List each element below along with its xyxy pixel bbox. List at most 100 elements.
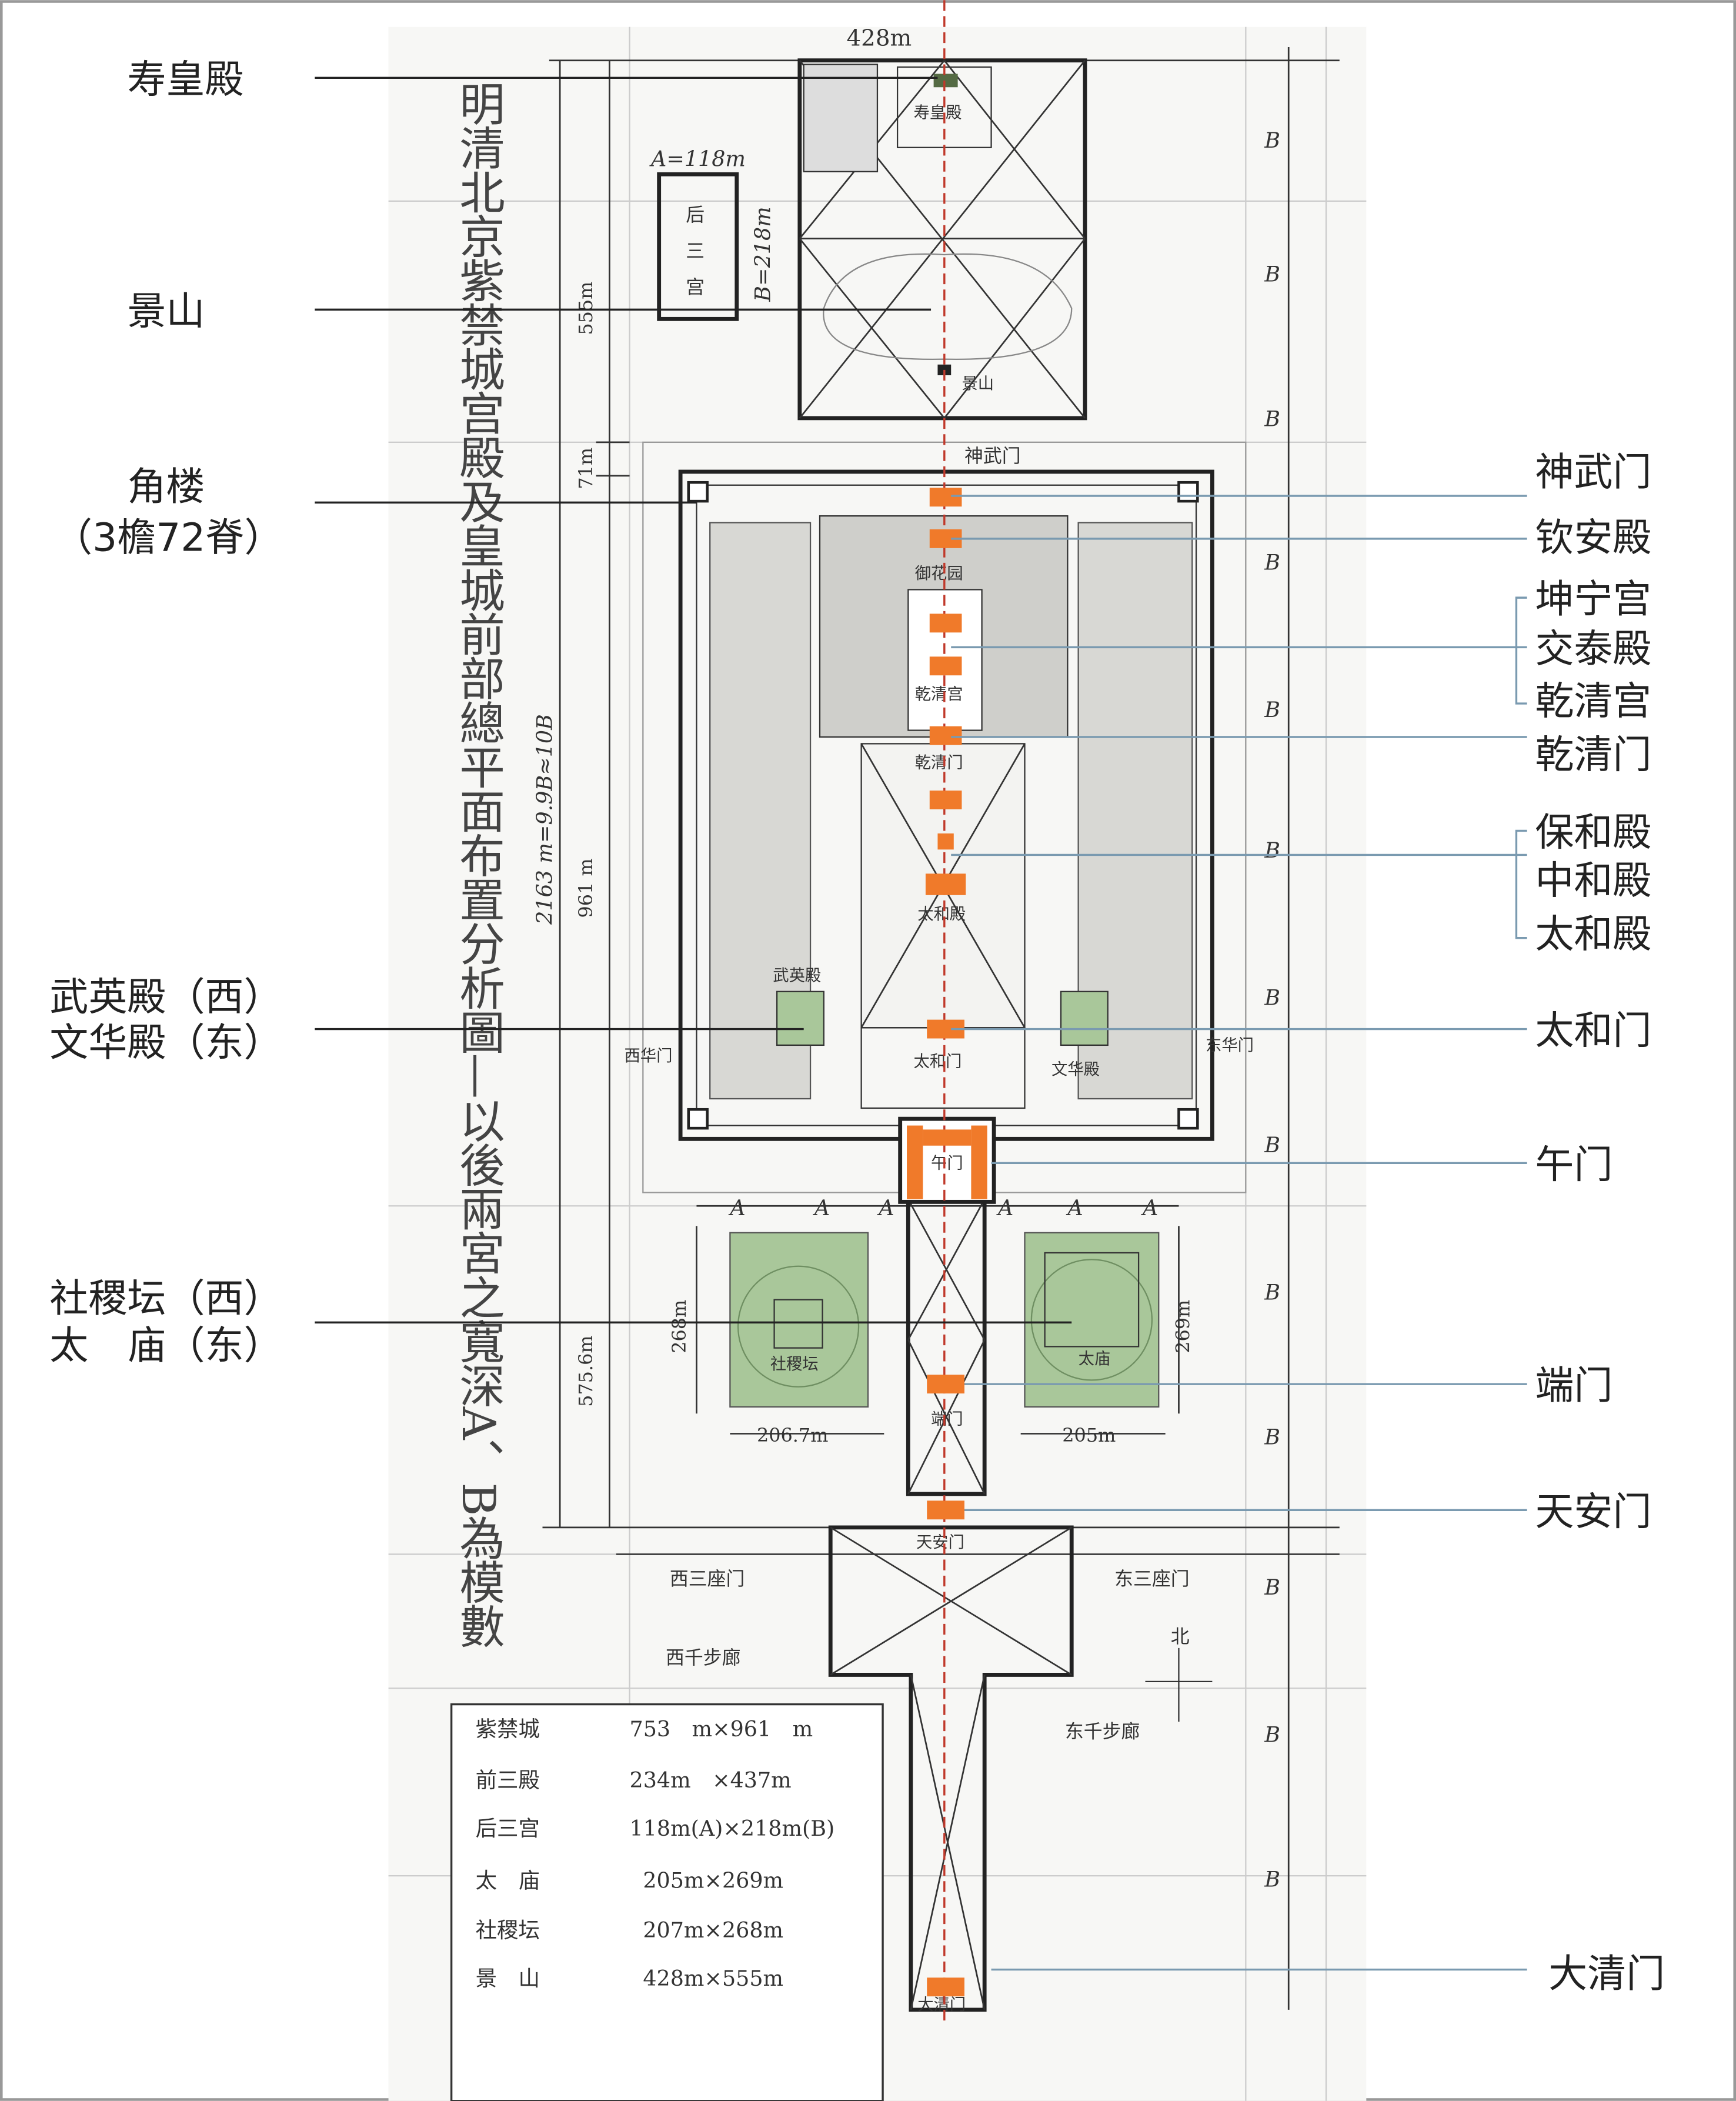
label-qianqingmen: 乾清门 xyxy=(1535,732,1651,777)
plan-label: 乾清门 xyxy=(915,753,963,772)
plan-label: 大清门 xyxy=(917,1996,966,2014)
plan-label: B xyxy=(1264,697,1280,722)
plan-label: 神武门 xyxy=(964,445,1021,467)
plan-label: 205m×269m xyxy=(643,1868,783,1893)
diagram-title: 明清北京紫禁城宫殿及皇城前部總平面布置分析圖—以後兩宮之寬深A、B為模數 xyxy=(452,81,505,1648)
plan-label: 234m ×437m xyxy=(630,1767,792,1793)
label-daqingmen: 大清门 xyxy=(1548,1951,1665,1996)
hsg-char: 三 xyxy=(686,240,705,262)
plan-label: 御花园 xyxy=(915,565,963,583)
plan-label: 景 山 xyxy=(476,1966,540,1991)
dim-front-depth: 575.6m xyxy=(575,1335,597,1406)
plan-label: 太和门 xyxy=(913,1052,962,1070)
plan-label: B xyxy=(1264,1280,1280,1305)
forbidden-city-plan: 神武门 御花园 乾清宫 乾清门 太和殿 武英殿 文华殿 西华门 东华门 太和门 xyxy=(624,441,1254,1193)
label-jiaolou: 角楼 xyxy=(127,464,205,509)
jingshan-plan: 寿皇殿 景山 xyxy=(797,58,1087,421)
plan-label: 社稷坛 xyxy=(770,1355,819,1373)
plan-label: B xyxy=(1264,1722,1280,1747)
dim-a: A=118m xyxy=(649,146,746,172)
plan-label: B xyxy=(1264,985,1280,1011)
right-callouts xyxy=(951,495,1527,1971)
label-tiananmen: 天安门 xyxy=(1535,1489,1651,1534)
plan-label: 753 m×961 m xyxy=(630,1716,813,1742)
plan-label: 西三座门 xyxy=(670,1568,745,1590)
hsg-char: 宫 xyxy=(686,276,705,298)
plan-label: 太和殿 xyxy=(917,905,966,923)
plan-label: 东三座门 xyxy=(1114,1568,1190,1590)
plan-label: 寿皇殿 xyxy=(913,104,962,122)
plan-label: 紫禁城 xyxy=(476,1716,540,1742)
dim-sheji-depth: 268m xyxy=(668,1300,690,1353)
plan-label: 景山 xyxy=(962,375,994,393)
plan-label: B xyxy=(1264,838,1280,863)
plan-label: B xyxy=(1264,1132,1280,1158)
label-wuyingdian: 武英殿（西） xyxy=(49,975,282,1020)
label-jiaolou-note: （3檐72脊） xyxy=(54,515,283,560)
hou-san-gong-box xyxy=(657,172,739,321)
plan-label: B xyxy=(1264,406,1280,432)
label-duanmen: 端门 xyxy=(1535,1363,1613,1408)
module-b-markers: B B B B B B B B B B B B B A A A A A A xyxy=(728,128,1280,1892)
dim-jingshan-width: 428m xyxy=(847,25,912,52)
plan-label: 118m(A)×218m(B) xyxy=(630,1816,835,1841)
dim-b: B=218m xyxy=(750,206,776,302)
dim-total: 2163 m=9.9B≈10B xyxy=(532,714,557,925)
dim-sheji-width: 206.7m xyxy=(757,1424,828,1446)
left-callouts xyxy=(315,76,1072,1324)
label-kunninggong: 坤宁宫 xyxy=(1535,576,1651,622)
plan-label: 太庙 xyxy=(1079,1350,1111,1368)
plan-label: B xyxy=(1264,128,1280,153)
plan-label: 西千步廊 xyxy=(666,1646,741,1669)
label-jiaotaidian: 交泰殿 xyxy=(1535,626,1651,671)
label-taihedian: 太和殿 xyxy=(1535,912,1651,957)
plan-label: 428m×555m xyxy=(643,1966,783,1991)
plan-label: B xyxy=(1264,1425,1280,1450)
label-wumen: 午门 xyxy=(1535,1142,1613,1187)
plan-label: 前三殿 xyxy=(476,1767,540,1793)
plan-label: B xyxy=(1264,1575,1280,1600)
dimension-table: 紫禁城 753 m×961 m 前三殿 234m ×437m 后三宫 118m(A)×… xyxy=(450,1703,884,2101)
plan-label: B xyxy=(1264,262,1280,287)
dim-taimiao-depth: 269m xyxy=(1172,1300,1194,1353)
hsg-char: 后 xyxy=(686,204,705,226)
label-jingshan: 景山 xyxy=(127,288,205,334)
dim-fc-depth: 961 m xyxy=(575,858,597,918)
label-taimiao: 太 庙（东） xyxy=(49,1323,282,1368)
plan-label: 207m×268m xyxy=(643,1917,783,1943)
plan-label: 文华殿 xyxy=(1051,1060,1100,1079)
dim-jingshan-depth: 555m xyxy=(575,282,597,335)
plan-label: B xyxy=(1264,549,1280,575)
label-shenwumen: 神武门 xyxy=(1535,449,1651,495)
dim-taimiao-width: 205m xyxy=(1062,1424,1116,1446)
label-taihemen: 太和门 xyxy=(1535,1008,1651,1053)
plan-label: 太 庙 xyxy=(476,1868,540,1893)
plan-label: A xyxy=(1141,1195,1158,1220)
plan-label: A xyxy=(1066,1195,1083,1220)
label-qinandian: 钦安殿 xyxy=(1535,515,1651,560)
label-wenhuadian: 文华殿（东） xyxy=(49,1020,282,1065)
gate-markers xyxy=(907,488,987,1997)
dim-gap: 71m xyxy=(575,448,597,489)
plan-label: 东千步廊 xyxy=(1065,1720,1140,1743)
plan-label: 北 xyxy=(1171,1625,1190,1648)
plan-label: 西华门 xyxy=(624,1047,672,1065)
label-shouhuangdian: 寿皇殿 xyxy=(127,56,243,102)
plan-label: A xyxy=(728,1195,745,1220)
plan-label: A xyxy=(813,1195,830,1220)
plan-label: 后三宫 xyxy=(476,1816,540,1841)
plan-label: 天安门 xyxy=(916,1533,964,1552)
label-zhonghedian: 中和殿 xyxy=(1535,858,1651,903)
plan-label: 武英殿 xyxy=(773,967,821,985)
plan-label: 端门 xyxy=(931,1410,963,1429)
label-shejitan: 社稷坛（西） xyxy=(49,1276,282,1321)
plan-label: B xyxy=(1264,1866,1280,1892)
plan-label: 午门 xyxy=(931,1154,963,1172)
plan-label: 乾清宫 xyxy=(915,685,963,703)
plan-label: A xyxy=(996,1195,1013,1220)
plan-label: A xyxy=(877,1195,894,1220)
label-qianqinggong: 乾清宫 xyxy=(1535,678,1651,723)
plan-label: 东华门 xyxy=(1206,1036,1254,1055)
label-baohedian: 保和殿 xyxy=(1535,810,1651,855)
